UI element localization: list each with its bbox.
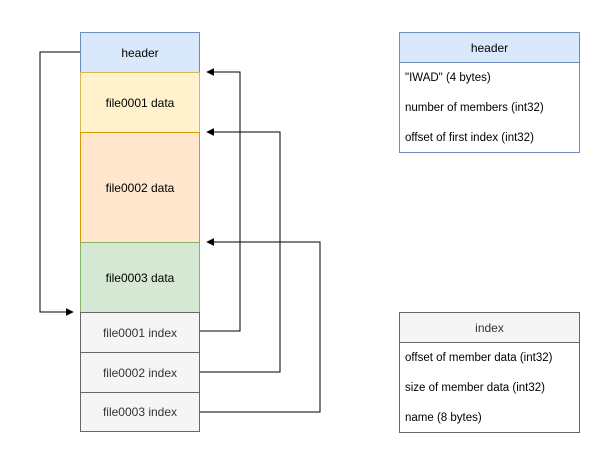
file0003-data-label: file0003 data	[105, 270, 175, 285]
arrow-index1-to-data1	[200, 68, 241, 332]
index-structure-table: index offset of member data (int32) size…	[399, 312, 580, 433]
header-block-label: header	[121, 45, 159, 60]
index-row-data-offset: offset of member data (int32)	[405, 352, 553, 364]
file0001-index-block: file0001 index	[80, 312, 200, 353]
header-row-magic: "IWAD" (4 bytes)	[405, 72, 491, 84]
header-table-row: offset of first index (int32)	[400, 123, 579, 153]
file0002-data-label: file0002 data	[105, 180, 175, 195]
header-table-title: header	[400, 33, 579, 63]
header-row-index-offset: offset of first index (int32)	[405, 132, 534, 144]
arrow-header-to-first-index	[39, 51, 80, 316]
arrow-index2-to-data2	[200, 128, 281, 373]
file0001-data-label: file0001 data	[105, 95, 175, 110]
index-row-data-size: size of member data (int32)	[405, 382, 545, 394]
index-table-row: size of member data (int32)	[400, 373, 579, 403]
index-row-name: name (8 bytes)	[405, 412, 482, 424]
header-structure-table: header "IWAD" (4 bytes) number of member…	[399, 32, 580, 153]
header-table-row: number of members (int32)	[400, 93, 579, 123]
file0003-index-label: file0003 index	[102, 405, 178, 419]
file0001-index-label: file0001 index	[102, 325, 178, 340]
header-row-member-count: number of members (int32)	[405, 102, 544, 114]
arrow-index3-to-data3	[200, 238, 321, 413]
file0002-index-block: file0002 index	[80, 352, 200, 393]
header-table-title-text: header	[470, 40, 509, 55]
index-table-row: offset of member data (int32)	[400, 343, 579, 373]
header-block: header	[80, 32, 200, 73]
index-table-title-text: index	[475, 320, 504, 335]
file0003-index-block: file0003 index	[80, 392, 200, 432]
index-table-title: index	[400, 313, 579, 343]
header-table-row: "IWAD" (4 bytes)	[400, 63, 579, 93]
file0002-index-label: file0002 index	[102, 365, 178, 380]
file0002-data-block: file0002 data	[80, 132, 200, 243]
index-table-row: name (8 bytes)	[400, 403, 579, 433]
